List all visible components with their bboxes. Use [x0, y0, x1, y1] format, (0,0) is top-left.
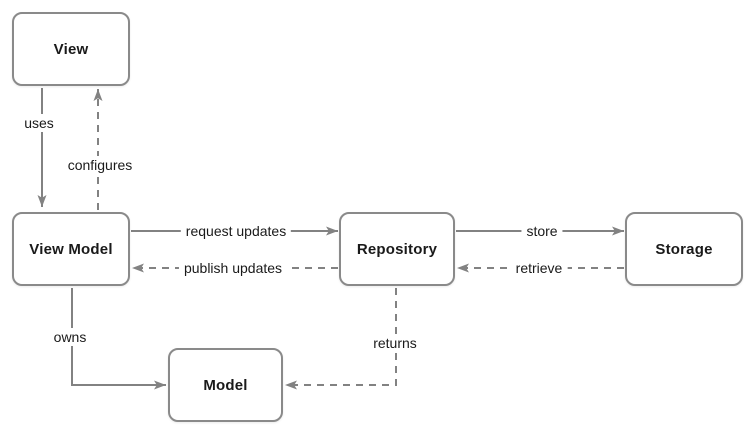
edge-returns-arrow — [285, 288, 397, 390]
node-storage-label: Storage — [655, 240, 713, 258]
edge-label-returns: returns — [368, 334, 422, 352]
node-view-model: View Model — [12, 212, 130, 286]
node-model-label: Model — [203, 376, 248, 394]
edge-label-store: store — [521, 222, 563, 240]
node-repository: Repository — [339, 212, 455, 286]
node-storage: Storage — [625, 212, 743, 286]
node-repository-label: Repository — [356, 240, 438, 258]
edge-label-uses: uses — [19, 114, 59, 132]
node-model: Model — [168, 348, 283, 422]
node-view: View — [12, 12, 130, 86]
edge-label-owns: owns — [48, 328, 92, 346]
edge-label-configures: configures — [62, 156, 138, 174]
edge-label-publish-updates: publish updates — [178, 259, 288, 277]
node-view-label: View — [53, 40, 89, 58]
node-view-model-label: View Model — [29, 240, 113, 258]
edge-label-request-updates: request updates — [180, 222, 292, 240]
edge-owns-arrow — [71, 288, 166, 390]
edge-label-retrieve: retrieve — [510, 259, 568, 277]
